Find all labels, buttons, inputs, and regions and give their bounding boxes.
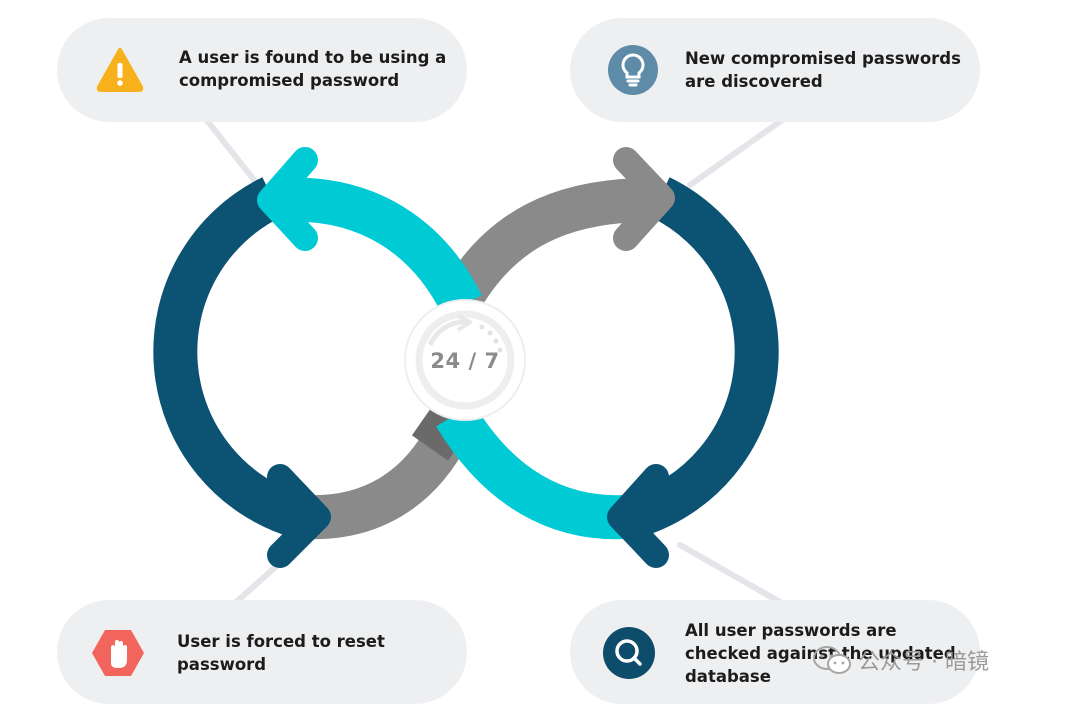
card-line: checked against the updated [685,644,956,663]
gray-arrowhead [613,147,675,251]
center-badge-inner-ring [415,310,515,410]
card-line: User is forced to reset [177,632,385,651]
watermark: 公众号 · 暗镜 [812,644,989,676]
connector-checked [677,542,783,605]
stop-hand-icon [91,628,144,678]
card-line: are discovered [685,72,823,91]
watermark-text: 公众号 · 暗镜 [858,650,989,675]
card-user-found: A user is found to be using a compromise… [57,18,467,122]
search-icon [603,627,655,679]
wechat-icon [813,646,851,674]
card-forced-reset-text: User is forced to reset password [177,630,385,676]
card-passwords-checked-text: All user passwords are checked against t… [685,619,956,688]
connector-discovered [687,115,788,188]
warning-icon [95,45,145,95]
navy-arrowhead-right [607,464,669,568]
card-line: A user is found to be using a [179,48,447,67]
card-line: password [177,655,267,674]
center-badge [404,299,526,421]
left-teal-arc [280,177,482,316]
left-navy-arc [153,177,307,539]
card-new-passwords-text: New compromised passwords are discovered [685,47,961,93]
right-navy-arc [625,177,779,539]
right-teal-arc [436,403,627,540]
teal-arrowhead [257,147,318,251]
right-gray-arc [440,178,651,312]
card-new-passwords: New compromised passwords are discovered [570,18,980,122]
lightbulb-icon [608,45,658,95]
connector-found [202,115,265,193]
navy-arrowhead-left [267,464,331,568]
card-passwords-checked: All user passwords are checked against t… [570,600,980,704]
card-line: compromised password [179,71,400,90]
card-line: All user passwords are [685,621,897,640]
card-line: New compromised passwords [685,49,961,68]
refresh-ring-icon [427,314,503,353]
card-forced-reset: User is forced to reset password [57,600,467,704]
card-line: database [685,667,771,686]
center-label: 24 / 7 [430,349,500,373]
card-user-found-text: A user is found to be using a compromise… [179,46,446,92]
